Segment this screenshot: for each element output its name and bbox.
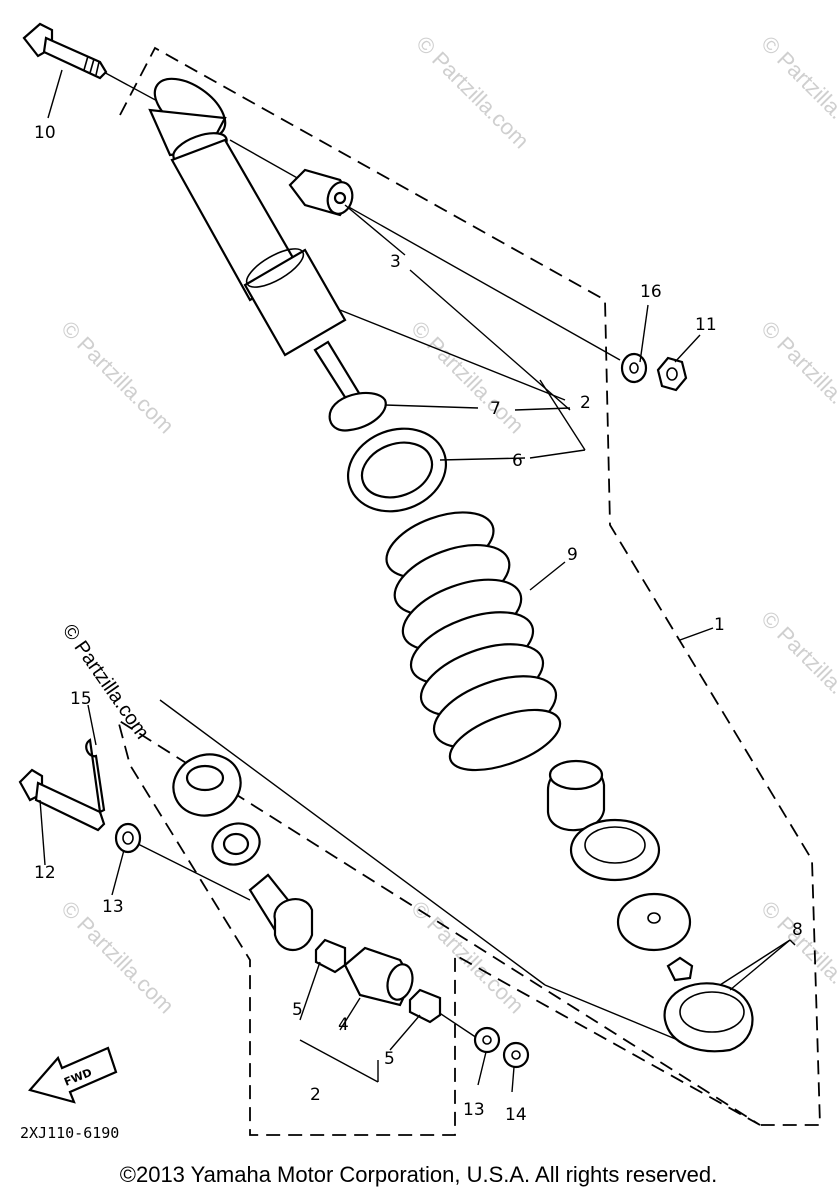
watermark: © Partzilla.com: [56, 316, 179, 439]
callout-12: 12: [34, 863, 56, 883]
watermark: © Partzilla.com: [756, 606, 837, 729]
watermark: © Partzilla.com: [756, 316, 837, 439]
callout-13-right: 13: [463, 1100, 485, 1120]
nut-14: [502, 1041, 530, 1069]
callout-14: 14: [505, 1105, 527, 1125]
rear-shock-exploded-diagram: © Partzilla.com © Partzilla.com © Partzi…: [18, 22, 837, 1142]
callout-13-left: 13: [102, 897, 124, 917]
watermark: © Partzilla.com: [756, 31, 837, 154]
callout-16: 16: [640, 282, 662, 302]
callout-1: 1: [714, 615, 725, 635]
collar-3: [288, 168, 354, 217]
watermark: © Partzilla.com: [411, 31, 534, 154]
collar-4: [343, 946, 414, 1007]
washer-16: [620, 352, 648, 384]
spring-seat-6: [346, 427, 448, 513]
cotter-pin-15: [85, 738, 106, 814]
lower-parts-8: [546, 759, 754, 1053]
callout-15: 15: [70, 689, 92, 709]
copyright-notice: ©2013 Yamaha Motor Corporation, U.S.A. A…: [119, 1162, 718, 1187]
watermark: © Partzilla.com: [406, 316, 529, 439]
callout-2-upper: 2: [580, 393, 591, 413]
callout-5-left: 5: [292, 1000, 303, 1020]
spring-9: [385, 511, 562, 772]
clip-7: [328, 391, 387, 432]
callout-2-lower: 2: [310, 1085, 321, 1105]
nut-11: [656, 356, 688, 392]
callout-9: 9: [567, 545, 578, 565]
fwd-arrow: FWD: [28, 1046, 118, 1104]
callout-5-right: 5: [384, 1049, 395, 1069]
shock-body: [148, 77, 368, 416]
callout-10: 10: [34, 123, 56, 143]
callout-11: 11: [695, 315, 717, 335]
bolt-12: [18, 768, 106, 832]
bushing-5-left: [314, 938, 347, 974]
washer-13-right: [473, 1026, 501, 1054]
callout-6: 6: [512, 451, 523, 471]
bushing-5-right: [408, 988, 442, 1024]
callout-7: 7: [490, 399, 501, 419]
assembly-boundary: [116, 46, 821, 1136]
callout-8: 8: [792, 920, 803, 940]
callout-4: 4: [338, 1015, 349, 1035]
bolt-10: [22, 22, 108, 80]
washer-13-left: [114, 822, 142, 854]
diagram-code: 2XJ110-6190: [20, 1124, 119, 1142]
upper-lower-mount: [172, 753, 314, 951]
leader-lines: [39, 69, 796, 1093]
watermark: © Partzilla.com: [58, 620, 153, 743]
callout-3: 3: [390, 252, 401, 272]
callouts: 10 3 16 11 7 2 6 9 1 15 12 13 8 5 4 5 2 …: [34, 123, 803, 1125]
